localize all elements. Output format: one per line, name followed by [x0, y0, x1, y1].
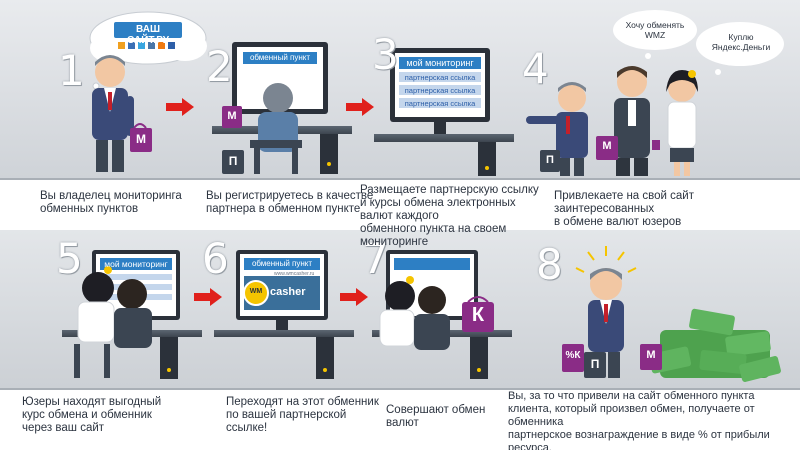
- bag-p: [222, 150, 244, 174]
- divider: [0, 388, 800, 390]
- caption-strip-bottom: [0, 388, 800, 450]
- arrow-right-icon: [194, 288, 222, 306]
- step-number: 8: [536, 240, 563, 289]
- bag-letter: М: [136, 132, 146, 146]
- step-number: 7: [362, 234, 389, 283]
- bag-k: [462, 296, 494, 332]
- bag-letter: К: [471, 304, 485, 326]
- bag-p: [584, 352, 606, 378]
- exchange-screen-title-small: обменный пункт: [251, 259, 313, 268]
- step-caption: Совершают обмен валют: [386, 404, 486, 429]
- step-caption: Переходят на этот обменник по вашей парт…: [226, 396, 379, 434]
- user-back: [250, 83, 302, 174]
- step-caption: Вы, за то что привели на сайт обменного …: [508, 390, 770, 450]
- caption-strip-top: [0, 178, 800, 230]
- partner-link[interactable]: партнерская ссылка: [404, 99, 476, 108]
- monitor-wmcasher: [236, 250, 328, 330]
- step-number: 1: [58, 46, 85, 95]
- woman-user: [666, 70, 698, 176]
- speech-want: Хочу обменять WMZ: [625, 20, 685, 40]
- bag-letter: М: [646, 349, 656, 361]
- owner-pointing: [526, 82, 588, 176]
- step-number: 3: [372, 30, 399, 79]
- bag-m: [222, 106, 242, 128]
- speech-buy: Куплю Яндекс.Деньги: [711, 32, 771, 52]
- exchange-screen-title: обменный пункт: [249, 53, 311, 62]
- monitoring-screen-title: мой мониторинг: [406, 58, 474, 68]
- bag-letter: %К: [565, 350, 581, 361]
- bag-m: [640, 344, 662, 370]
- wmcasher-logo: casher: [270, 286, 306, 298]
- bag-letter: М: [602, 140, 612, 152]
- step-number: 4: [522, 44, 549, 93]
- arrow-right-icon: [346, 98, 374, 116]
- bag-p: [540, 150, 560, 172]
- cloud-site-title: ВАШ САЙТ.РУ: [127, 24, 169, 46]
- monitoring-screen-title-small: мой мониторинг: [104, 259, 168, 269]
- speech-bubble-buy: [696, 22, 784, 75]
- step-caption: Вы владелец мониторинга обменных пунктов: [40, 190, 182, 215]
- wmcasher-url: www.wmcasher.ru: [274, 271, 315, 277]
- users-back: [379, 276, 450, 350]
- step-caption: Привлекаете на свой сайт заинтересованны…: [554, 190, 694, 228]
- step-number: 6: [202, 234, 229, 283]
- owner-person: [92, 55, 134, 172]
- bag-letter: П: [590, 357, 600, 371]
- bag-letter: П: [228, 154, 238, 168]
- monitor-monitoring: [390, 48, 490, 134]
- money-pile: [648, 308, 781, 382]
- step-caption: Юзеры находят выгодный курс обмена и обм…: [22, 396, 162, 434]
- arrow-right-icon: [340, 288, 368, 306]
- wmcasher-wm: WM: [249, 288, 263, 295]
- arrow-right-icon: [166, 98, 194, 116]
- bag-letter: М: [227, 110, 237, 122]
- step-caption: Вы регистрируетесь в качестве партнера в…: [206, 190, 374, 215]
- bag-m: [130, 123, 152, 152]
- bag-m: [596, 136, 618, 160]
- step-caption: Размещаете партнерскую ссылку и курсы об…: [360, 184, 539, 248]
- man-user: [614, 66, 650, 176]
- step-number: 2: [206, 42, 233, 91]
- bag-letter: П: [546, 154, 554, 166]
- partner-link[interactable]: партнерская ссылка: [404, 73, 476, 82]
- divider: [0, 178, 800, 180]
- speech-bubble-want: [613, 10, 697, 59]
- partner-link[interactable]: партнерская ссылка: [404, 86, 476, 95]
- step-number: 5: [56, 234, 83, 283]
- cloud-bubble: [89, 11, 207, 90]
- bag-pk: [562, 344, 584, 372]
- users-back: [74, 266, 152, 378]
